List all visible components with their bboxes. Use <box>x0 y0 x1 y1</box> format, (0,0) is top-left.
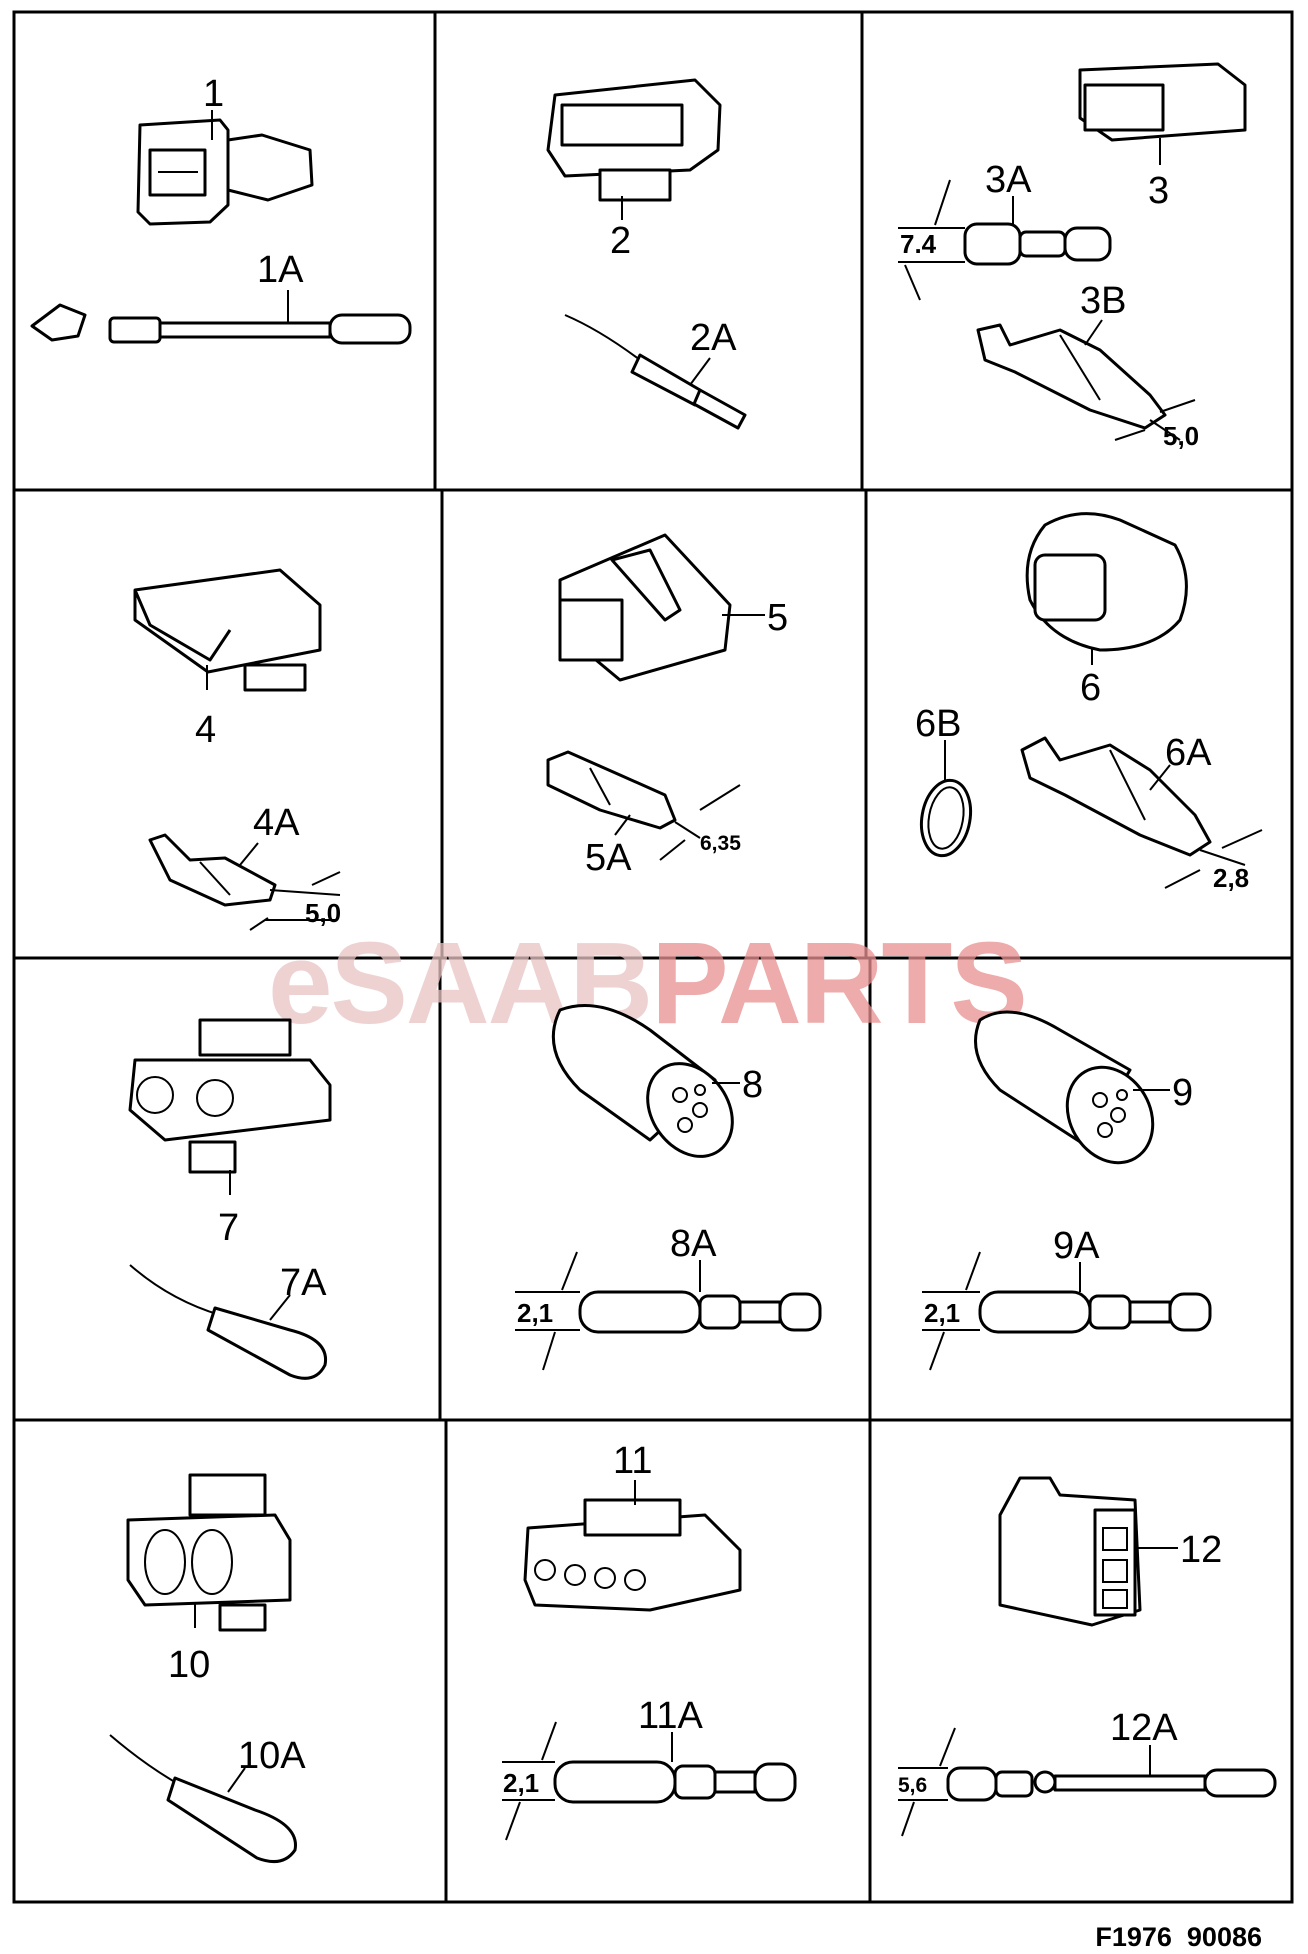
label-7: 7 <box>218 1207 239 1249</box>
label-8a: 8A <box>670 1223 717 1265</box>
label-6a: 6A <box>1165 732 1212 774</box>
connector-7-drawing <box>128 1018 332 1174</box>
connector-4-drawing <box>133 568 322 692</box>
connector-1-drawing <box>136 118 314 226</box>
dim-label-8a: 2,1 <box>517 1298 553 1328</box>
label-12a: 12A <box>1110 1707 1178 1749</box>
connector-8-drawing <box>551 1004 734 1158</box>
cell-8: 8 8A 2,1 <box>515 1004 822 1371</box>
dim-9a <box>922 1251 981 1371</box>
label-6: 6 <box>1080 667 1101 709</box>
label-2: 2 <box>610 220 631 262</box>
label-10: 10 <box>168 1644 210 1686</box>
label-4a: 4A <box>253 802 300 844</box>
grid-lines <box>12 10 1294 1904</box>
cell-7: 7 7A <box>128 1018 332 1380</box>
terminal-10a-drawing <box>109 1734 297 1864</box>
label-6b: 6B <box>915 703 961 745</box>
cell-1: 1 1A <box>30 73 412 345</box>
dim-3a <box>898 179 965 301</box>
connector-5-drawing <box>558 533 732 682</box>
connector-6-drawing <box>1025 512 1188 652</box>
terminal-3a-drawing <box>963 222 1112 266</box>
cell-2: 2 2A <box>546 78 747 430</box>
dim-label-9a: 2,1 <box>924 1298 960 1328</box>
label-10a: 10A <box>238 1735 306 1777</box>
label-2a: 2A <box>690 317 737 359</box>
cell-12: 12 12A 5,6 <box>898 1476 1277 1837</box>
label-5: 5 <box>767 597 788 639</box>
connector-2-drawing <box>546 78 722 202</box>
connector-3-drawing <box>1078 62 1247 142</box>
cell-10: 10 10A <box>109 1473 306 1864</box>
terminal-5a-drawing <box>546 750 677 830</box>
label-8: 8 <box>742 1064 763 1106</box>
watermark-suffix: PARTS <box>651 918 1026 1048</box>
connector-11-drawing <box>523 1498 742 1612</box>
label-3: 3 <box>1148 170 1169 212</box>
dim-label-5a: 6,35 <box>700 832 741 855</box>
cell-9: 9 9A 2,1 <box>922 1010 1212 1371</box>
label-9: 9 <box>1172 1072 1193 1114</box>
terminal-2a-drawing <box>564 314 747 430</box>
terminal-1a-drawing <box>30 303 412 345</box>
terminal-11a-drawing <box>553 1760 797 1804</box>
terminal-8a-drawing <box>578 1290 822 1334</box>
label-11: 11 <box>613 1440 652 1482</box>
connector-9-drawing <box>974 1010 1155 1165</box>
label-4: 4 <box>195 709 216 751</box>
dim-11a <box>502 1721 557 1841</box>
label-5a: 5A <box>585 837 632 879</box>
dim-4a <box>249 871 341 931</box>
figure-code: F1976 90086 <box>1095 1922 1262 1952</box>
cell-3: 3 3A 7.4 3B 5,0 <box>898 62 1247 451</box>
cell-4: 4 4A 5,0 <box>133 568 341 931</box>
terminal-6a-drawing <box>1020 736 1212 857</box>
connector-10-drawing <box>126 1473 292 1632</box>
label-12: 12 <box>1180 1529 1222 1571</box>
dim-label-3a: 7.4 <box>900 229 937 259</box>
terminal-6b-drawing <box>919 778 973 858</box>
cell-6: 6 6B 6A 2,8 <box>915 512 1263 893</box>
label-9a: 9A <box>1053 1225 1100 1267</box>
dim-label-3b: 5,0 <box>1163 421 1199 451</box>
terminal-3b-drawing <box>976 323 1167 430</box>
dim-8a <box>515 1251 580 1371</box>
dim-label-6a: 2,8 <box>1213 863 1249 893</box>
dim-5a <box>659 784 741 861</box>
terminal-9a-drawing <box>978 1290 1212 1334</box>
terminal-12a-drawing <box>946 1766 1277 1802</box>
label-1a: 1A <box>257 249 304 291</box>
label-3b: 3B <box>1080 280 1126 322</box>
dim-label-11a: 2,1 <box>503 1768 539 1798</box>
dim-label-12a: 5,6 <box>898 1774 927 1797</box>
connector-12-drawing <box>998 1476 1142 1627</box>
dim-12a <box>898 1727 956 1837</box>
dim-label-4a: 5,0 <box>305 898 341 928</box>
label-11a: 11A <box>638 1695 703 1737</box>
terminal-4a-drawing <box>148 833 277 907</box>
cell-11: 11 11A 2,1 <box>502 1440 797 1841</box>
label-3a: 3A <box>985 159 1032 201</box>
dim-6a <box>1164 829 1263 889</box>
terminal-7a-drawing <box>129 1264 328 1380</box>
dim-3b <box>1114 399 1196 441</box>
label-1: 1 <box>203 73 224 115</box>
label-7a: 7A <box>280 1262 327 1304</box>
cell-5: 5 5A 6,35 <box>546 533 788 879</box>
